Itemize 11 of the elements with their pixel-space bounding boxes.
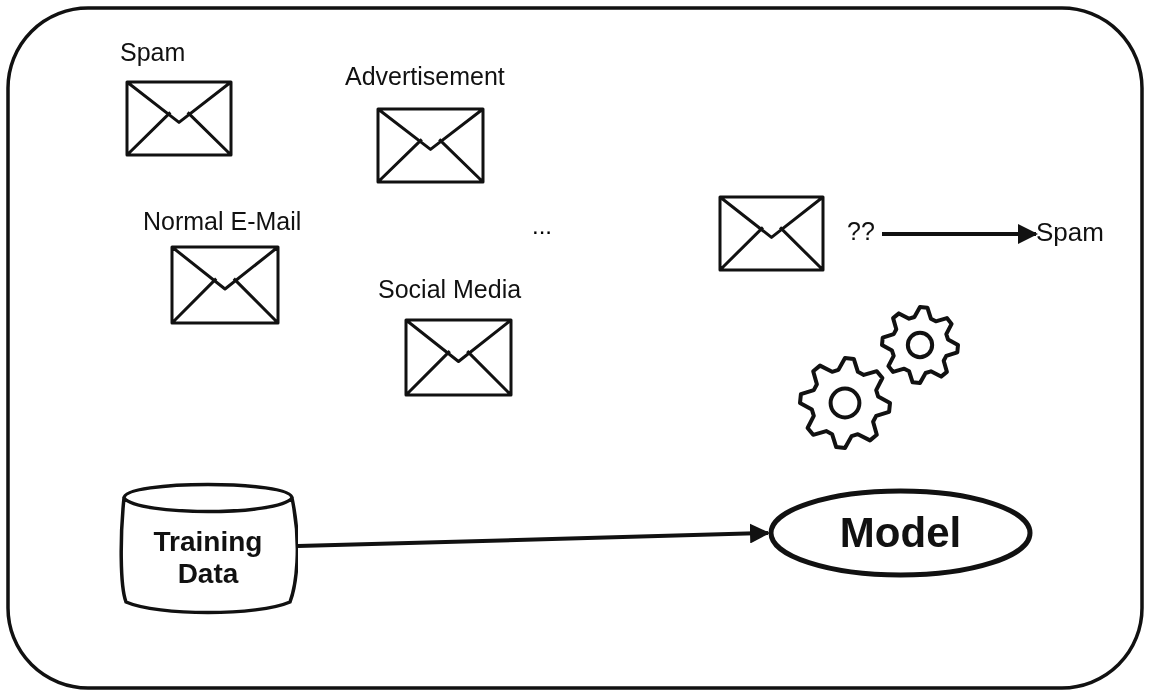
- envelope-label: Spam: [120, 38, 186, 67]
- model-label: Model: [839, 509, 962, 557]
- data-label: Training Data: [152, 526, 264, 590]
- result-label: Spam: [1036, 217, 1116, 251]
- envelope-label: Normal E-Mail: [143, 207, 302, 236]
- envelope-label: ??: [847, 217, 875, 246]
- envelope-label: Advertisement: [345, 62, 505, 91]
- ellipsis-label: ...: [532, 212, 552, 240]
- arrow: [882, 224, 1038, 244]
- envelope-label: Social Media: [378, 275, 522, 304]
- arrow: [297, 523, 770, 548]
